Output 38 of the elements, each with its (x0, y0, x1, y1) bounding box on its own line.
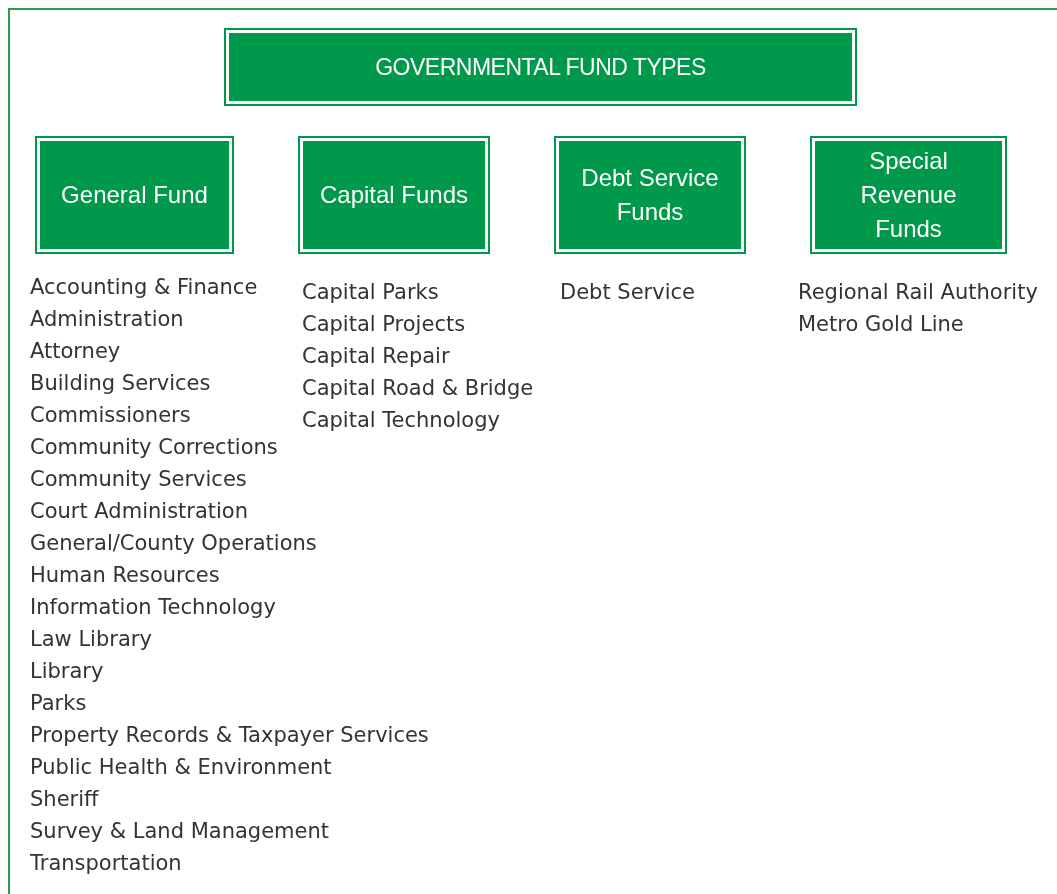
department-name: Capital Technology (302, 407, 500, 434)
department-name: Capital Parks (302, 279, 439, 306)
department-name: Sheriff (30, 786, 99, 813)
department-name: Commissioners (30, 402, 191, 429)
department-name: Debt Service (560, 279, 695, 306)
box-heading: GOVERNMENTAL FUND TYPES (374, 53, 707, 82)
department-name: Community Services (30, 466, 247, 493)
department-name: Parks (30, 690, 87, 717)
department-name: Metro Gold Line (798, 311, 964, 338)
department-name: Public Health & Environment (30, 754, 332, 781)
department-name: Court Administration (30, 498, 249, 525)
department-name: General/County Operations (30, 530, 317, 557)
department-name: Law Library (30, 626, 152, 653)
category-box (554, 136, 746, 254)
department-name: Capital Repair (302, 343, 450, 370)
box-heading: Capital Funds (318, 180, 470, 210)
department-name: Attorney (30, 338, 121, 365)
category-box (35, 136, 234, 254)
department-name: Administration (30, 306, 184, 333)
department-name: Survey & Land Management (30, 818, 329, 845)
box-heading: Debt Service Funds (580, 163, 720, 227)
category-box (810, 136, 1007, 254)
department-name: Capital Road & Bridge (302, 375, 534, 402)
department-name: Information Technology (30, 594, 276, 621)
department-name: Transportation (30, 850, 182, 877)
department-name: Library (30, 658, 104, 685)
department-name: Building Services (30, 370, 211, 397)
department-name: Regional Rail Authority (798, 279, 1038, 306)
frame-border (8, 8, 1057, 894)
department-name: Community Corrections (30, 434, 278, 461)
box-heading: Special Revenue Funds (859, 146, 958, 244)
department-name: Capital Projects (302, 311, 466, 338)
box-heading: General Fund (60, 180, 209, 210)
category-box (298, 136, 490, 254)
department-name: Human Resources (30, 562, 220, 589)
department-name: Property Records & Taxpayer Services (30, 722, 429, 749)
title-banner (224, 28, 857, 106)
department-name: Accounting & Finance (30, 274, 258, 301)
